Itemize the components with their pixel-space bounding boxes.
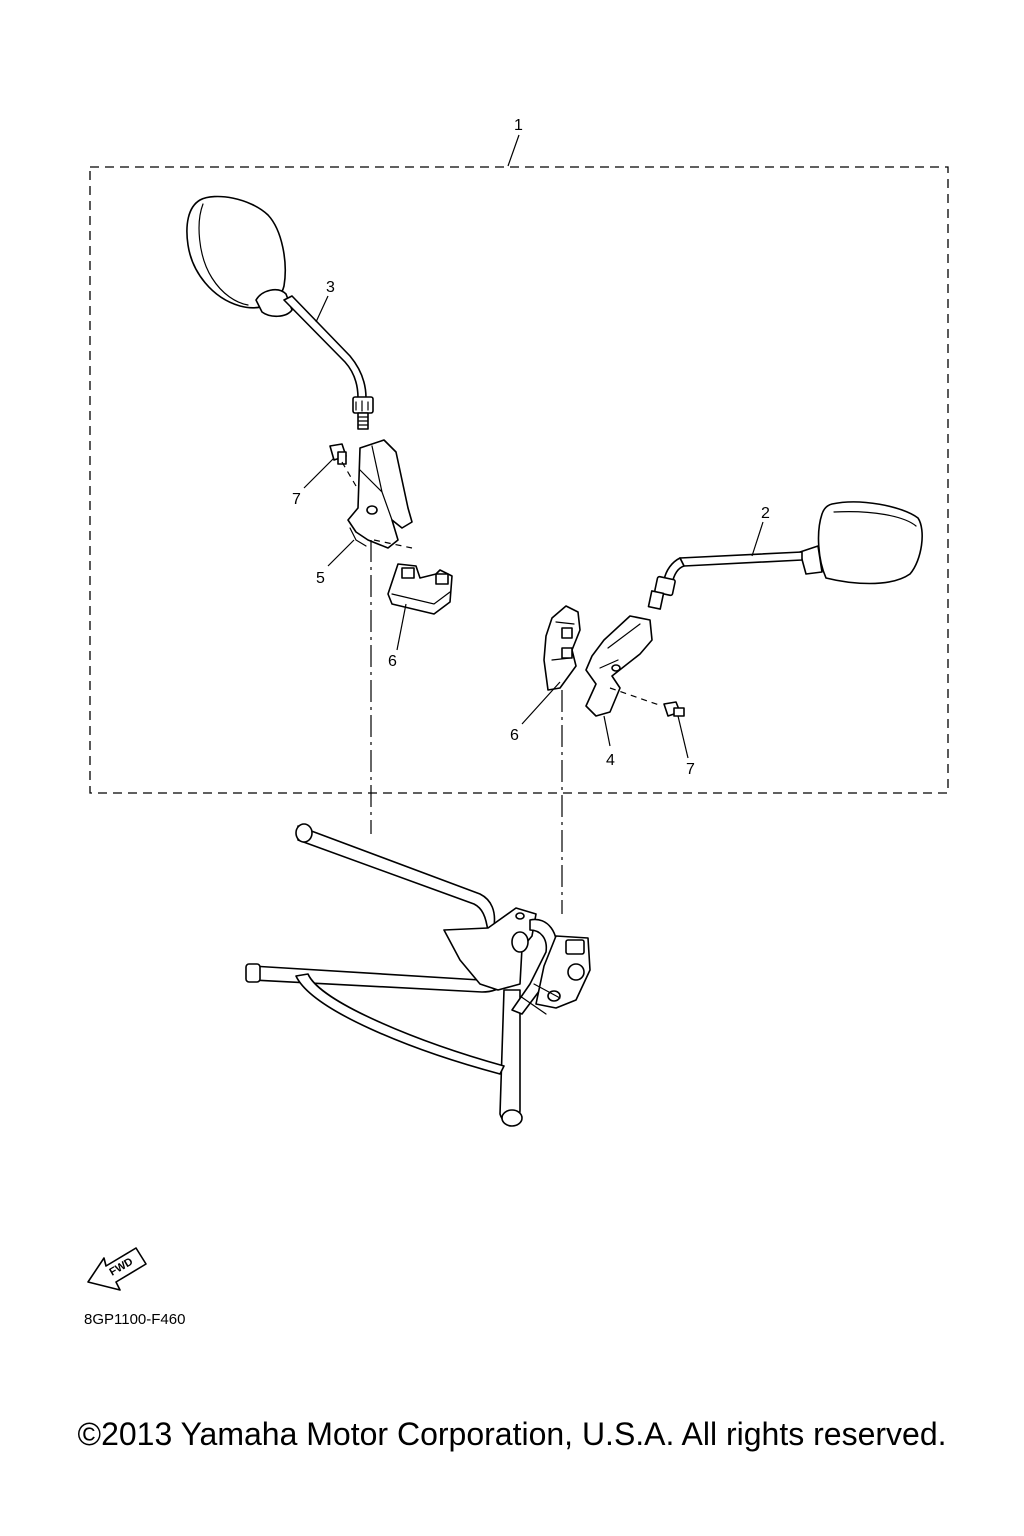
leader-3	[315, 295, 329, 323]
leader-1	[507, 134, 520, 167]
callout-7-left: 7	[292, 491, 301, 508]
left-clamp[interactable]	[387, 563, 453, 615]
callout-6-right: 6	[510, 727, 519, 744]
callout-7-right: 7	[686, 761, 695, 778]
mirror-stay-frame	[245, 823, 591, 1127]
left-mirror-bracket[interactable]	[347, 439, 413, 549]
right-bolt[interactable]	[663, 701, 685, 717]
callout-3: 3	[326, 279, 335, 296]
fwd-arrow-icon: FWD	[87, 1247, 147, 1291]
kit-boundary-box	[89, 166, 949, 794]
copyright-notice: ©2013 Yamaha Motor Corporation, U.S.A. A…	[77, 1416, 947, 1452]
bolt-axis-right	[609, 687, 663, 707]
callout-1: 1	[514, 117, 523, 134]
leader-6-left	[396, 603, 407, 651]
right-mirror[interactable]	[647, 501, 923, 610]
callout-5: 5	[316, 570, 325, 587]
left-bolt[interactable]	[329, 443, 347, 465]
callout-4: 4	[606, 752, 615, 769]
right-clamp[interactable]	[543, 605, 581, 691]
leader-7-right	[677, 715, 689, 759]
callout-2: 2	[761, 505, 770, 522]
right-mirror-bracket[interactable]	[585, 615, 653, 717]
leader-4	[603, 715, 611, 747]
bolt-axis-left	[341, 461, 357, 487]
leader-6-right	[521, 681, 561, 725]
callout-6-left: 6	[388, 653, 397, 670]
leader-5	[327, 539, 355, 567]
leader-2	[751, 521, 764, 557]
left-mirror[interactable]	[186, 195, 374, 430]
leader-7-left	[303, 457, 335, 489]
drawing-code: 8GP1100-F460	[84, 1311, 185, 1328]
